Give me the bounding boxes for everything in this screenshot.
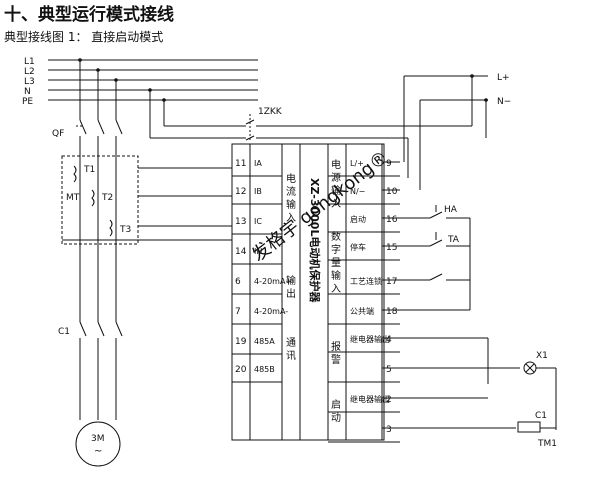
breaker-label: QF xyxy=(52,129,64,139)
digital-inputs: HA TA xyxy=(400,205,471,311)
right-terminal-name: 公共端 xyxy=(350,306,374,316)
right-terminal-name: 继电器输出 xyxy=(350,394,390,404)
right-terminal-number: 4 xyxy=(386,335,392,345)
left-terminal-number: 14 xyxy=(235,247,247,257)
diagram-caption: 典型接线图 1： 直接启动模式 xyxy=(4,30,164,44)
right-group-label: 入 xyxy=(331,199,341,210)
start-circuit: C1 TM1 xyxy=(400,138,557,449)
alarm-circuit: X1 xyxy=(400,337,557,430)
right-group-label: 量 xyxy=(331,257,341,269)
left-group-label: 入 xyxy=(286,213,296,224)
left-group-label: 讯 xyxy=(286,350,296,362)
right-terminal-number: 15 xyxy=(386,243,397,253)
left-group-label: 流 xyxy=(286,185,296,198)
right-group-label: 启 xyxy=(331,398,341,411)
bus-label-l1: L1 xyxy=(24,57,35,67)
left-group-label: 出 xyxy=(286,287,296,300)
bus-label-pe: PE xyxy=(22,97,33,107)
left-terminals: 11 IA 12 IB 13 IC 14 IN 6 4-20mA+ 7 4-20mA- 19 485A 20… xyxy=(232,159,296,383)
left-terminal-number: 7 xyxy=(235,307,241,317)
left-terminal-number: 11 xyxy=(235,159,246,169)
left-terminal-name: 4-20mA+ xyxy=(254,277,292,286)
bus-label-l3: L3 xyxy=(24,77,35,87)
motor: 3M ~ xyxy=(75,421,121,467)
lamp-label: X1 xyxy=(536,351,548,361)
left-terminal-name: IA xyxy=(254,159,262,168)
protector-device: XZ-3000L电动机保护器 xyxy=(231,143,385,441)
bus-label-n: N xyxy=(24,87,31,97)
left-group-label: 通 xyxy=(286,337,296,349)
right-terminal-number: 17 xyxy=(386,277,397,287)
pushbutton-stop-label: TA xyxy=(447,235,460,245)
transformer-box: MT T1 T2 T3 xyxy=(61,155,232,245)
right-group-label: 输 xyxy=(331,269,341,282)
switch-label: 1ZKK xyxy=(258,107,283,117)
left-terminal-name: IB xyxy=(254,187,262,196)
left-group-label: 电 xyxy=(286,172,296,185)
motor-label: 3M xyxy=(91,434,105,444)
dc-supply: 1ZKK L+ N− xyxy=(148,73,511,190)
ct-label-2: T2 xyxy=(101,193,113,203)
right-terminal-number: 3 xyxy=(386,425,392,435)
right-group-label: 入 xyxy=(331,284,341,295)
left-terminal-number: 12 xyxy=(235,187,246,197)
left-terminal-name: 485B xyxy=(254,365,275,374)
right-group-label: 报 xyxy=(331,340,341,353)
right-group-label: 警 xyxy=(331,353,341,366)
left-terminal-number: 19 xyxy=(235,337,247,347)
left-terminal-number: 20 xyxy=(235,365,247,375)
right-terminal-name: 工艺连锁 xyxy=(350,276,382,286)
left-terminal-number: 6 xyxy=(235,277,241,287)
right-terminal-name: 继电器输出 xyxy=(350,334,390,344)
right-group-label: 字 xyxy=(331,243,341,256)
page-heading: 十、典型运行模式接线 xyxy=(4,5,174,25)
right-terminals: 9L/+10N/−16启动15停车17工艺连锁18公共端4继电器输出52继电器输… xyxy=(328,158,400,443)
transformer-box-label: MT xyxy=(66,193,80,203)
right-group-label: 数 xyxy=(331,230,341,243)
right-terminal-number: 9 xyxy=(386,159,392,169)
left-group-label: 输 xyxy=(286,274,296,287)
coil-contact-label: C1 xyxy=(535,411,547,421)
coil-label: TM1 xyxy=(537,439,557,449)
right-terminal-number: 10 xyxy=(386,187,398,197)
left-terminal-name: 485A xyxy=(254,337,275,346)
left-terminal-name: 4-20mA- xyxy=(254,307,288,316)
left-terminal-name: IC xyxy=(254,217,262,226)
ct-label-3: T3 xyxy=(119,225,131,235)
right-terminal-name: 停车 xyxy=(350,242,366,252)
right-terminal-number: 2 xyxy=(386,395,392,405)
right-terminal-number: 16 xyxy=(386,215,398,225)
right-group-label: 动 xyxy=(331,412,341,424)
left-terminal-number: 13 xyxy=(235,217,246,227)
ct-label-1: T1 xyxy=(83,165,95,175)
right-group-label: 源 xyxy=(331,171,341,184)
left-terminal-name: IN xyxy=(254,247,262,256)
left-group-label: 输 xyxy=(286,198,296,211)
right-terminal-number: 5 xyxy=(386,365,392,375)
right-terminal-name: N/− xyxy=(350,187,365,196)
supply-label-plus: L+ xyxy=(497,73,510,83)
pushbutton-start-label: HA xyxy=(444,205,458,215)
contactor-label: C1 xyxy=(58,327,70,337)
right-terminal-name: 启动 xyxy=(350,214,366,224)
bus-label-l2: L2 xyxy=(24,67,35,77)
supply-label-minus: N− xyxy=(497,97,511,107)
motor-symbol: ~ xyxy=(94,446,102,457)
right-group-label: 电 xyxy=(331,158,341,171)
right-terminal-number: 18 xyxy=(386,307,398,317)
phase-feeders: QF C1 xyxy=(52,58,123,420)
right-group-label: 输 xyxy=(331,184,341,197)
bus-bars: L1 L2 L3 N PE xyxy=(22,57,258,107)
right-terminal-name: L/+ xyxy=(350,159,364,168)
device-title: XZ-3000L电动机保护器 xyxy=(308,178,322,303)
